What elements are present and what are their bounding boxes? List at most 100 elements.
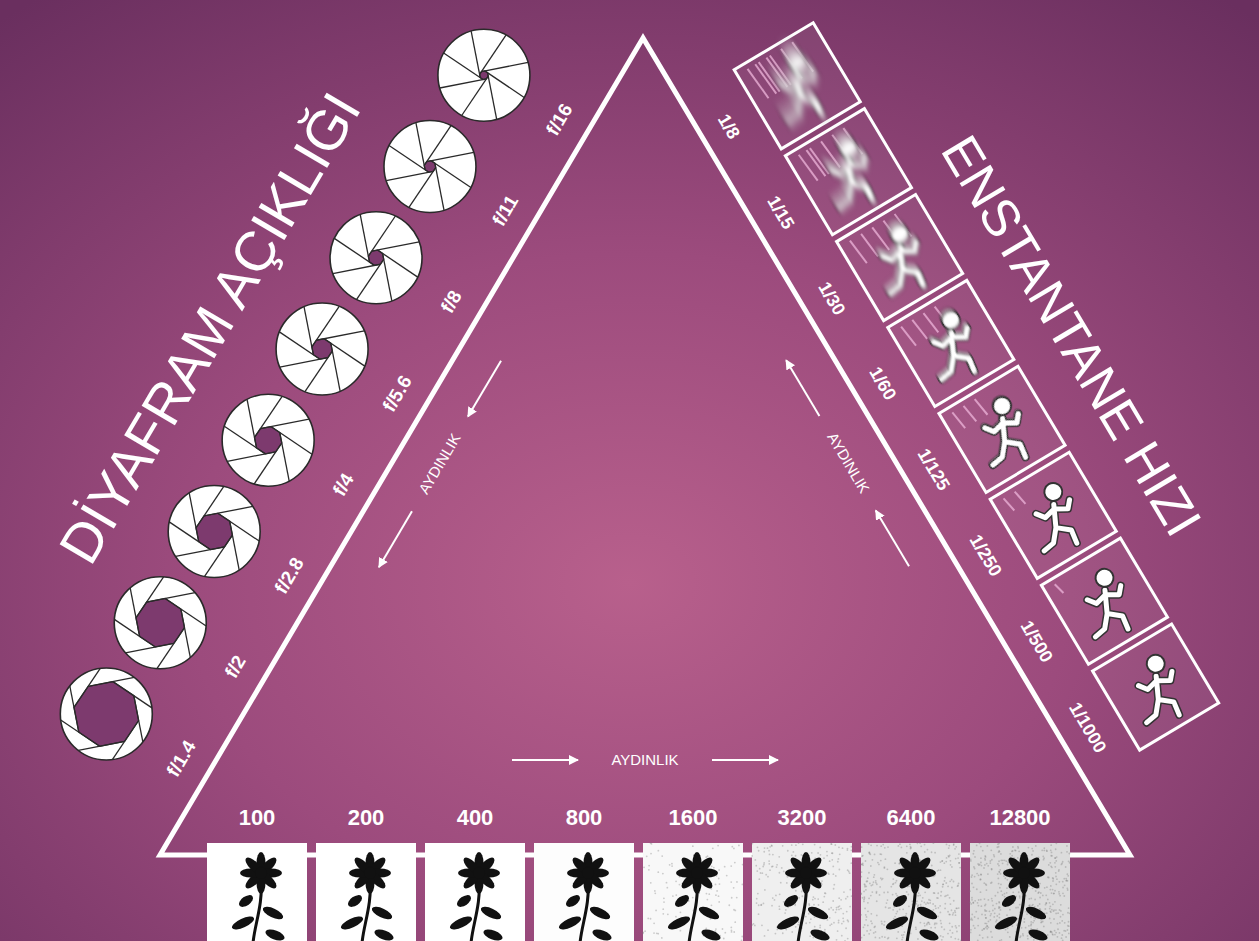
f-number: f/5.6	[379, 372, 416, 415]
motion-streak	[1015, 490, 1026, 505]
noise-grain	[1012, 891, 1014, 893]
noise-grain	[882, 878, 884, 880]
noise-grain	[1005, 860, 1007, 862]
noise-grain	[742, 864, 744, 866]
noise-grain	[767, 876, 769, 878]
noise-grain	[1041, 921, 1043, 923]
axis-title: DİYAFRAM AÇIKLIĞI	[48, 82, 373, 573]
aperture-blade	[481, 62, 528, 71]
noise-grain	[866, 930, 868, 932]
noise-grain	[867, 902, 869, 904]
noise-grain	[1041, 849, 1043, 851]
aperture-blade	[357, 259, 384, 299]
noise-grain	[1044, 908, 1046, 910]
noise-grain	[802, 895, 804, 897]
noise-grain	[1046, 912, 1048, 914]
iso-frame	[970, 843, 1070, 941]
noise-grain	[973, 850, 975, 852]
noise-grain	[989, 910, 991, 912]
noise-grain	[774, 899, 776, 901]
noise-grain	[1031, 848, 1033, 850]
aperture-blade	[488, 73, 497, 120]
noise-grain	[874, 854, 876, 856]
flower-leaf	[1024, 904, 1048, 921]
motion-streak	[975, 398, 988, 417]
noise-grain	[715, 928, 717, 930]
noise-grain	[904, 931, 906, 933]
noise-grain	[667, 913, 669, 915]
runner-head	[887, 222, 912, 247]
noise-grain	[876, 883, 878, 885]
noise-grain	[848, 871, 850, 873]
runner-outline	[872, 238, 937, 302]
noise-grain	[1009, 853, 1011, 855]
noise-grain	[970, 860, 972, 862]
noise-grain	[850, 862, 852, 864]
noise-grain	[958, 862, 960, 864]
noise-grain	[1058, 881, 1060, 883]
noise-grain	[851, 895, 853, 897]
noise-grain	[754, 924, 756, 926]
shutter-speed: 1/60	[865, 364, 900, 404]
noise-grain	[869, 853, 871, 855]
noise-grain	[1054, 862, 1056, 864]
noise-grain	[1032, 850, 1034, 852]
flower-leaf	[261, 904, 285, 921]
noise-grain	[842, 917, 844, 919]
noise-grain	[758, 913, 760, 915]
iso-frame	[425, 843, 525, 941]
noise-grain	[1054, 857, 1056, 859]
noise-grain	[845, 898, 847, 900]
noise-grain	[1050, 922, 1052, 924]
noise-grain	[978, 905, 980, 907]
noise-grain	[810, 918, 812, 920]
noise-grain	[783, 871, 785, 873]
noise-grain	[1047, 899, 1049, 901]
noise-grain	[1059, 932, 1061, 934]
noise-grain	[1015, 907, 1017, 909]
noise-grain	[1061, 863, 1063, 865]
noise-grain	[910, 846, 912, 848]
noise-grain	[826, 855, 828, 857]
aperture-blade	[271, 427, 312, 455]
noise-grain	[1046, 850, 1048, 852]
runner-head	[990, 394, 1015, 419]
noise-grain	[933, 842, 935, 844]
noise-grain	[940, 923, 942, 925]
noise-grain	[741, 884, 743, 886]
noise-grain	[1012, 850, 1014, 852]
noise-grain	[1067, 929, 1069, 931]
noise-grain	[860, 893, 862, 895]
flower-silhouette	[448, 852, 504, 941]
noise-grain	[715, 930, 717, 932]
noise-grain	[884, 847, 886, 849]
iso-sample	[534, 843, 634, 941]
noise-grain	[1045, 902, 1047, 904]
noise-grain	[844, 940, 846, 941]
noise-grain	[795, 855, 797, 857]
noise-grain	[868, 852, 870, 854]
noise-grain	[862, 864, 864, 866]
runner-head	[1041, 480, 1066, 505]
runner-outline	[1128, 667, 1193, 731]
noise-grain	[862, 897, 864, 899]
brightness-arrow	[468, 361, 501, 417]
noise-grain	[1030, 925, 1032, 927]
noise-grain	[1006, 879, 1008, 881]
aperture-blade	[134, 696, 143, 742]
aperture-blade	[416, 123, 425, 170]
noise-grain	[843, 891, 845, 893]
noise-grain	[1022, 933, 1024, 935]
flower-silhouette	[230, 852, 286, 941]
flower-silhouette	[775, 852, 831, 941]
noise-grain	[736, 881, 738, 883]
noise-grain	[886, 902, 888, 904]
noise-grain	[1049, 910, 1051, 912]
noise-grain	[1038, 891, 1040, 893]
noise-grain	[874, 926, 876, 928]
noise-grain	[953, 900, 955, 902]
noise-grain	[791, 931, 793, 933]
noise-grain	[955, 846, 957, 848]
noise-grain	[948, 914, 950, 916]
